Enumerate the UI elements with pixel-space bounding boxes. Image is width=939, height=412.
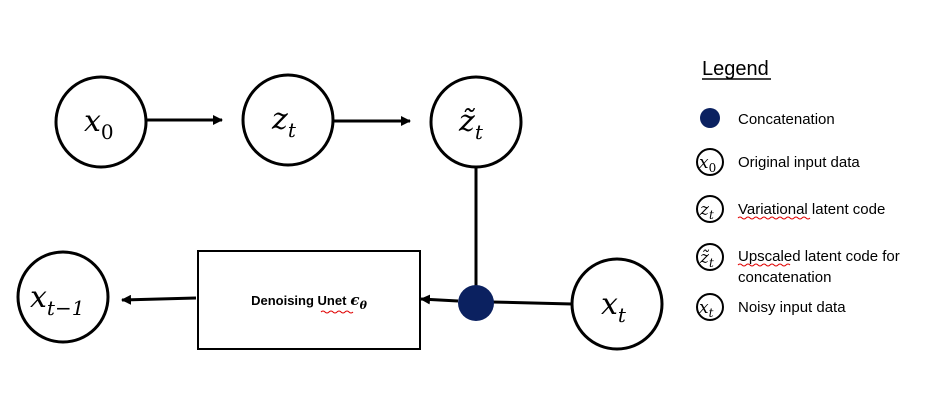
arrow-unet-to-xt-minus-1 [121, 294, 197, 305]
legend-concatenation-label: Concatenation [738, 111, 835, 128]
legend-zt-tilde-label-line1: Upscaled latent code for [738, 248, 900, 265]
legend-xt-icon: xt [696, 293, 724, 321]
svg-text:xt−1: xt−1 [30, 280, 84, 320]
arrow-concat-to-unet [420, 294, 459, 305]
node-xt-base: x [601, 287, 618, 322]
unet-spellcheck-squiggle [320, 310, 354, 314]
node-x0: x0 [54, 75, 148, 169]
legend-zt-tilde-label-line2: concatenation [738, 269, 831, 286]
unet-epsilon: ϵ [350, 291, 359, 309]
node-zt-tilde-sub: t [475, 120, 484, 144]
node-x0-base: x [84, 104, 101, 139]
legend-upscaled-squiggle [737, 263, 791, 267]
node-xt-minus-1-sub: t−1 [47, 296, 85, 320]
node-xt-minus-1: xt−1 [16, 250, 110, 344]
node-zt-tilde-base: z̃ [458, 104, 476, 139]
connector-xt-to-concat [491, 300, 573, 306]
legend-x0-icon: x0 [696, 148, 724, 176]
svg-text:zt: zt [271, 102, 297, 142]
legend-zt-icon: zt [696, 195, 724, 223]
node-zt: zt [241, 73, 335, 167]
node-zt-sub: t [288, 118, 297, 142]
node-x0-sub: 0 [101, 120, 114, 144]
svg-text:z̃t: z̃t [458, 104, 484, 144]
legend-xt-label: Noisy input data [738, 299, 846, 316]
unet-label: Denoising Unet [251, 293, 347, 308]
concatenation-node [458, 285, 494, 321]
legend-zt-label: Variational latent code [738, 201, 885, 218]
node-xt-minus-1-base: x [30, 280, 47, 315]
legend-concat-dot [700, 108, 720, 128]
legend-zt-squiggle [737, 216, 811, 220]
legend: Legend Concatenation x0 Original input d… [696, 58, 900, 321]
node-zt-base: z [271, 102, 288, 137]
legend-title: Legend [702, 58, 769, 80]
legend-zt-tilde-icon: z̃t [696, 243, 724, 271]
unet-theta: θ [360, 299, 368, 312]
svg-text:x0: x0 [84, 104, 114, 144]
node-xt-sub: t [618, 303, 627, 327]
legend-x0-label: Original input data [738, 154, 860, 171]
node-zt-tilde: z̃t [429, 75, 523, 169]
svg-text:xt: xt [601, 287, 627, 327]
node-xt: xt [570, 257, 664, 351]
